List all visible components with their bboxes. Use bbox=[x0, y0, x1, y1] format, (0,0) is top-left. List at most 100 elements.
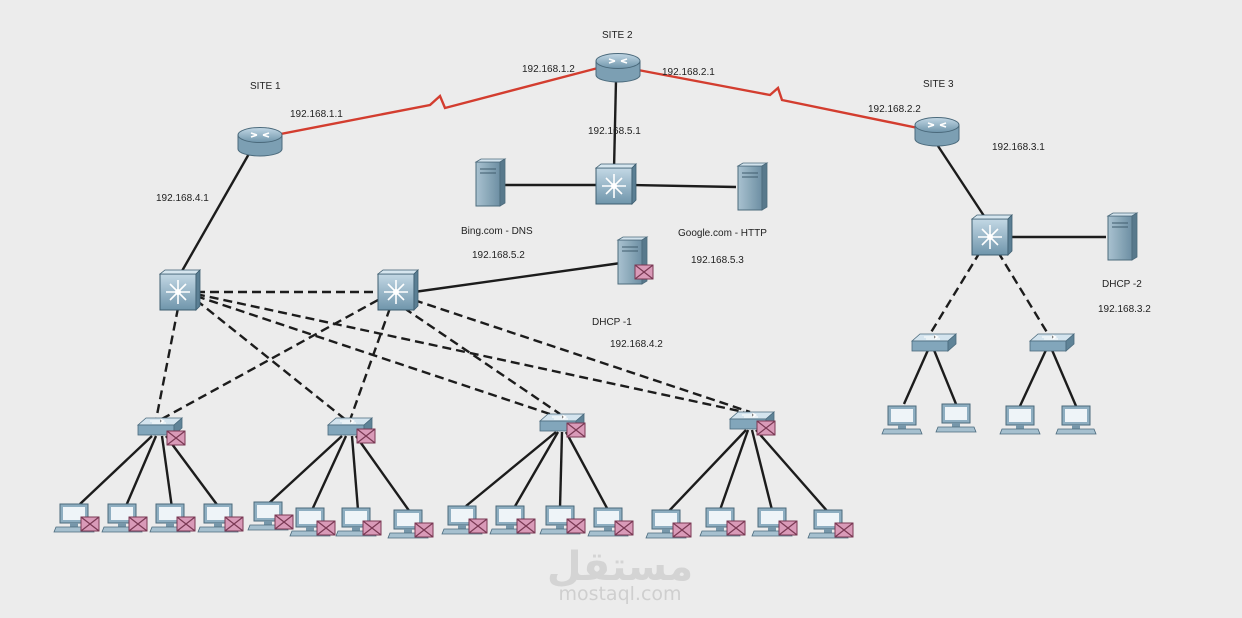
router-icon bbox=[914, 116, 960, 147]
pc[interactable] bbox=[101, 503, 148, 533]
link-r2-site2-switch[interactable] bbox=[612, 79, 618, 171]
pcs-site3 bbox=[881, 403, 1097, 435]
ip-http-server: 192.168.5.3 bbox=[691, 255, 744, 266]
serial-link-site2-site3[interactable] bbox=[637, 68, 919, 130]
pc[interactable] bbox=[335, 507, 382, 537]
router-site2[interactable] bbox=[595, 52, 641, 83]
envelope-icon bbox=[778, 520, 798, 536]
server-icon bbox=[737, 162, 768, 211]
server-dhcp2[interactable] bbox=[1107, 212, 1138, 261]
ip-r3-wan: 192.168.2.2 bbox=[868, 104, 921, 115]
envelope-icon bbox=[414, 522, 434, 538]
labels: SITE 1 SITE 2 SITE 3 192.168.1.1 192.168… bbox=[156, 30, 1151, 350]
switch-icon bbox=[911, 333, 957, 352]
pc[interactable] bbox=[645, 509, 692, 539]
pc[interactable] bbox=[53, 503, 100, 533]
label-dhcp2-server: DHCP -2 bbox=[1102, 279, 1142, 290]
pc[interactable] bbox=[751, 507, 798, 537]
ip-r2-wan2: 192.168.2.1 bbox=[662, 67, 715, 78]
ip-dns-server: 192.168.5.2 bbox=[472, 250, 525, 261]
watermark-arabic: مستقل bbox=[547, 544, 693, 590]
pcs-site1 bbox=[53, 501, 854, 539]
router-icon bbox=[595, 52, 641, 83]
multilayer-switch-icon bbox=[595, 163, 637, 205]
ethernet-links bbox=[176, 79, 1106, 294]
access-switch-site3-b[interactable] bbox=[1029, 333, 1075, 352]
pc-links bbox=[79, 349, 1078, 513]
envelope-icon bbox=[166, 430, 186, 446]
envelope-icon bbox=[80, 516, 100, 532]
envelope-icon bbox=[516, 518, 536, 534]
envelope-icon bbox=[726, 520, 746, 536]
pc-icon bbox=[881, 405, 923, 435]
envelope-icon bbox=[316, 520, 336, 536]
envelope-icon bbox=[614, 520, 634, 536]
pc[interactable] bbox=[935, 403, 977, 433]
mls-site1-a[interactable] bbox=[159, 269, 201, 311]
envelope-icon bbox=[128, 516, 148, 532]
link-r1-mls1[interactable] bbox=[176, 151, 252, 279]
envelope-icon bbox=[834, 522, 854, 538]
pc[interactable] bbox=[999, 405, 1041, 435]
pc[interactable] bbox=[1055, 405, 1097, 435]
envelope-icon bbox=[362, 520, 382, 536]
server-http[interactable] bbox=[737, 162, 768, 211]
pc[interactable] bbox=[699, 507, 746, 537]
ip-dhcp1-server: 192.168.4.2 bbox=[610, 339, 663, 350]
label-dhcp1-server: DHCP -1 bbox=[592, 317, 632, 328]
server-dhcp1[interactable] bbox=[617, 236, 654, 285]
watermark: مستقل mostaql.com bbox=[547, 544, 693, 605]
link-site2-switch-http[interactable] bbox=[631, 183, 737, 189]
site3-label: SITE 3 bbox=[923, 79, 954, 90]
envelope-icon bbox=[634, 264, 654, 280]
site3-access-links bbox=[928, 251, 1050, 335]
envelope-icon bbox=[566, 518, 586, 534]
access-switch-site3-a[interactable] bbox=[911, 333, 957, 352]
multilayer-switch-icon bbox=[971, 214, 1013, 256]
envelope-icon bbox=[672, 522, 692, 538]
pc[interactable] bbox=[247, 501, 294, 531]
multilayer-switch-icon bbox=[377, 269, 419, 311]
pc[interactable] bbox=[289, 507, 336, 537]
envelope-icon bbox=[756, 420, 776, 436]
envelope-icon bbox=[176, 516, 196, 532]
pc[interactable] bbox=[587, 507, 634, 537]
multilayer-switch-icon bbox=[159, 269, 201, 311]
pc[interactable] bbox=[539, 505, 586, 535]
server-icon bbox=[475, 158, 506, 207]
ip-dhcp2-server: 192.168.3.2 bbox=[1098, 304, 1151, 315]
watermark-latin: mostaql.com bbox=[558, 583, 681, 605]
link-r3-mls3[interactable] bbox=[936, 145, 990, 223]
mls-site3[interactable] bbox=[971, 214, 1013, 256]
mls-site1-b[interactable] bbox=[377, 269, 419, 311]
site2-label: SITE 2 bbox=[602, 30, 633, 41]
site1-label: SITE 1 bbox=[250, 81, 281, 92]
router-site1[interactable] bbox=[237, 126, 283, 157]
ip-r2-wan1: 192.168.1.2 bbox=[522, 64, 575, 75]
pc[interactable] bbox=[807, 509, 854, 539]
envelope-icon bbox=[468, 518, 488, 534]
pc[interactable] bbox=[489, 505, 536, 535]
ip-r1-wan: 192.168.1.1 bbox=[290, 109, 343, 120]
pc[interactable] bbox=[149, 503, 196, 533]
pc[interactable] bbox=[387, 509, 434, 539]
serial-links bbox=[259, 66, 919, 140]
link-mls2-dhcp1[interactable] bbox=[413, 260, 629, 294]
switch-icon bbox=[1029, 333, 1075, 352]
router-site3[interactable] bbox=[914, 116, 960, 147]
pc-icon bbox=[1055, 405, 1097, 435]
router-icon bbox=[237, 126, 283, 157]
pc-icon bbox=[999, 405, 1041, 435]
pc[interactable] bbox=[197, 503, 244, 533]
pc-icon bbox=[935, 403, 977, 433]
envelope-icon bbox=[356, 428, 376, 444]
serial-link-site1-site2[interactable] bbox=[259, 66, 599, 140]
server-icon bbox=[1107, 212, 1138, 261]
pc[interactable] bbox=[441, 505, 488, 535]
mls-site2[interactable] bbox=[595, 163, 637, 205]
pc[interactable] bbox=[881, 405, 923, 435]
server-dns[interactable] bbox=[475, 158, 506, 207]
envelope-icon bbox=[224, 516, 244, 532]
